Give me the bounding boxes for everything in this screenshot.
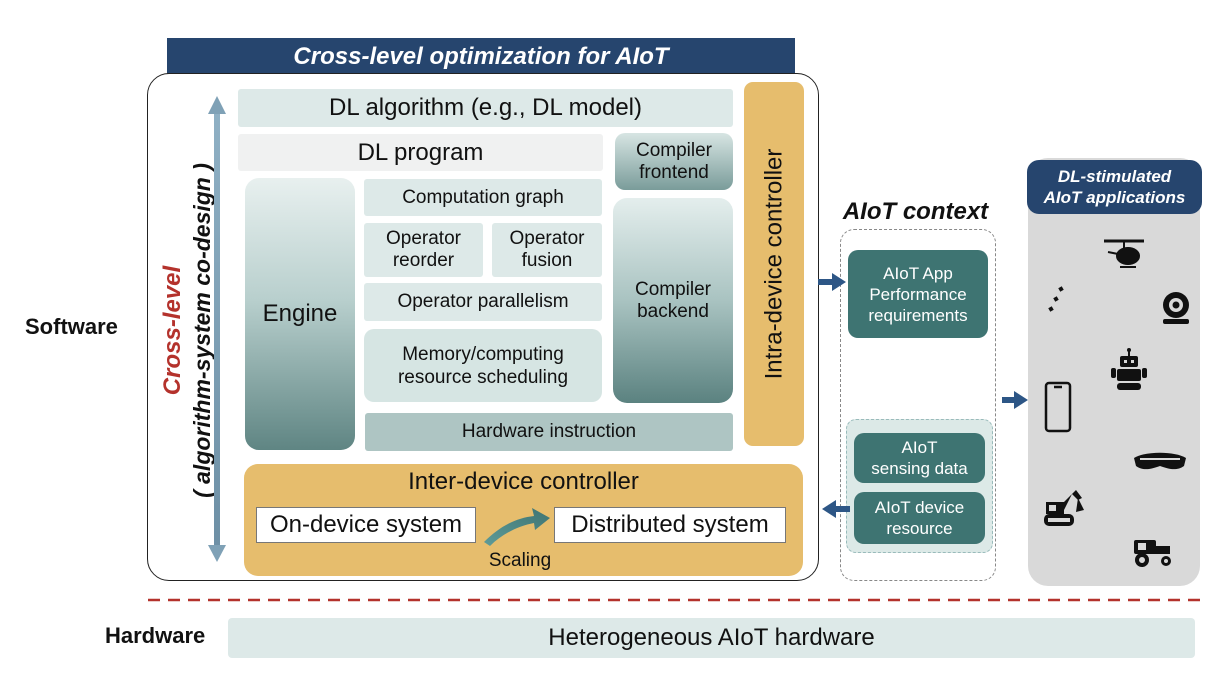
webcam-icon: [1163, 292, 1189, 324]
vr-headset-icon: [1134, 452, 1186, 470]
banner-title: Cross-level optimization for AIoT: [167, 38, 795, 76]
app-performance-line2: Performance: [869, 284, 967, 304]
sensing-data-line2: sensing data: [871, 459, 968, 478]
robot-icon: [1111, 348, 1147, 390]
computation-graph-box: Computation graph: [364, 179, 602, 216]
smartphone-icon: [1044, 381, 1072, 433]
arrow-to-applications-icon: [1002, 391, 1028, 409]
app-performance-line1: AIoT App: [883, 263, 953, 283]
hardware-bar: Heterogeneous AIoT hardware: [228, 618, 1195, 658]
software-label: Software: [25, 314, 118, 339]
on-device-system-box: On-device system: [256, 507, 476, 543]
applications-header-line2: AIoT applications: [1043, 188, 1186, 207]
sensing-data-box: AIoT sensing data: [854, 433, 985, 483]
applications-header-line1: DL-stimulated: [1057, 167, 1172, 186]
arrow-from-context-icon: [822, 500, 850, 518]
compiler-frontend-line1: Compiler: [635, 139, 713, 161]
device-resource-box: AIoT device resource: [854, 492, 985, 544]
aiot-context-box: [840, 229, 996, 581]
compiler-backend-line1: Compiler: [634, 278, 712, 300]
operator-reorder-line2: reorder: [392, 250, 455, 271]
ellipsis-icon: [1048, 286, 1064, 312]
tractor-icon: [1134, 540, 1171, 567]
hardware-label: Hardware: [105, 623, 206, 648]
scaling-label: Scaling: [488, 550, 552, 571]
operator-reorder-line1: Operator: [386, 228, 461, 249]
dl-program-box: DL program: [238, 134, 603, 171]
operator-parallelism-box: Operator parallelism: [364, 283, 602, 321]
arrow-to-context-icon: [818, 273, 846, 291]
intra-device-controller: Intra-device controller: [744, 82, 804, 446]
operator-fusion-line2: fusion: [521, 250, 573, 271]
operator-fusion-line1: Operator: [509, 228, 585, 249]
helicopter-drone-icon: [1104, 239, 1144, 268]
compiler-backend-line2: backend: [637, 300, 709, 322]
app-performance-line3: requirements: [868, 305, 968, 325]
distributed-system-box: Distributed system: [554, 507, 786, 543]
compiler-frontend-line2: frontend: [639, 161, 709, 183]
device-resource-line2: resource: [886, 519, 953, 538]
aiot-context-title: AIoT context: [842, 198, 989, 225]
sensing-data-line1: AIoT: [901, 438, 938, 457]
hardware-instruction-box: Hardware instruction: [365, 413, 733, 451]
vertical-double-arrow-icon: [208, 96, 226, 562]
inter-device-title: Inter-device controller: [408, 468, 639, 495]
scaling-arrow-icon: [484, 508, 550, 546]
dl-algorithm-box: DL algorithm (e.g., DL model): [238, 89, 733, 127]
excavator-icon: [1044, 490, 1084, 526]
memory-scheduling-line2: resource scheduling: [397, 366, 569, 388]
engine-box: Engine: [245, 178, 355, 450]
device-resource-line1: AIoT device: [874, 498, 965, 517]
memory-scheduling-line1: Memory/computing: [402, 343, 564, 365]
